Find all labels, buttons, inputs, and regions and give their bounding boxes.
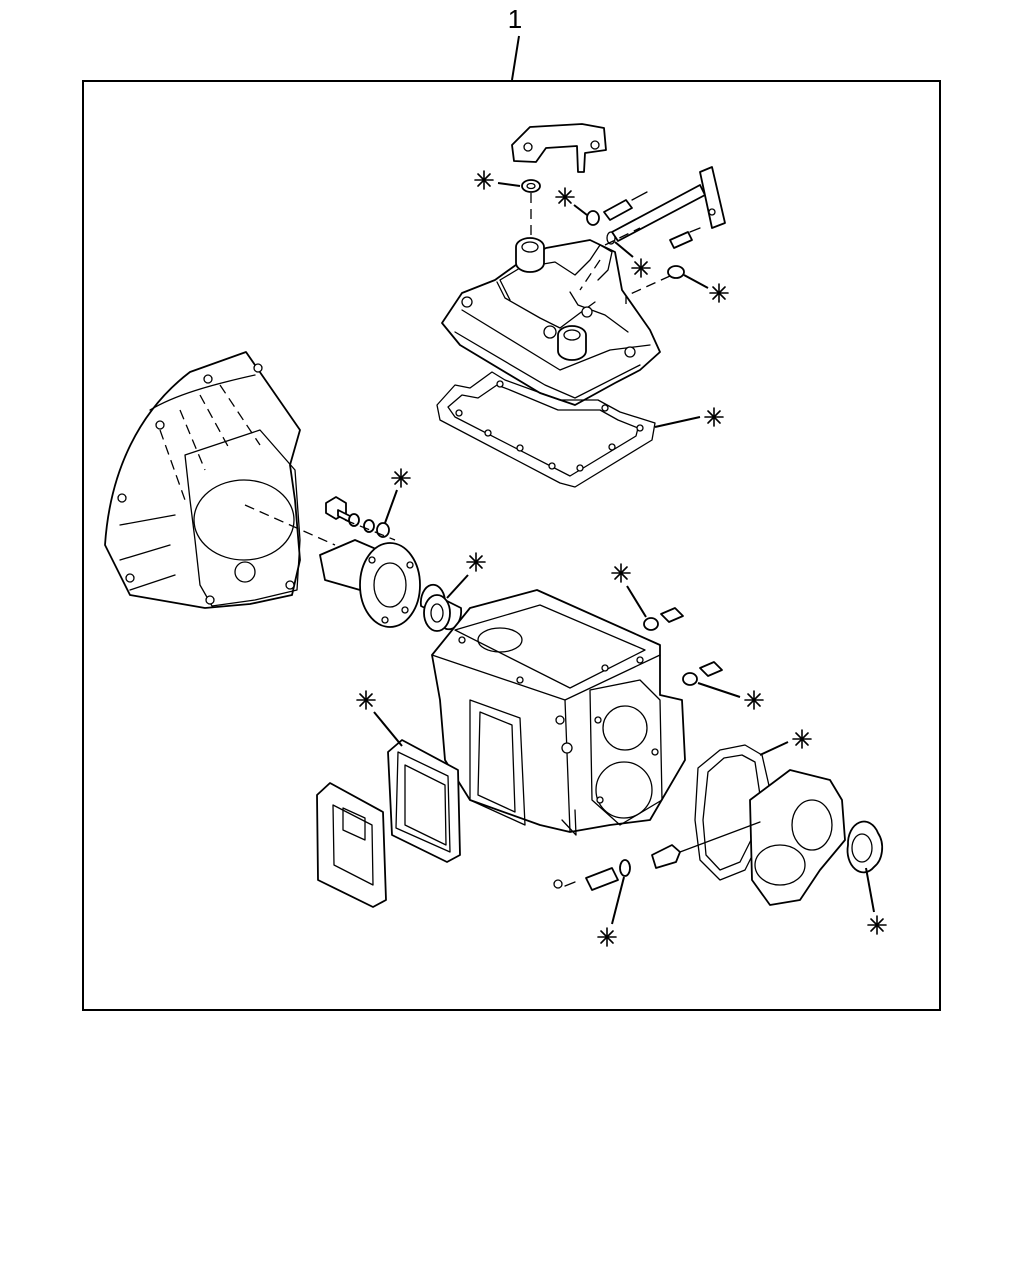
drain-plugs bbox=[643, 607, 723, 686]
side-cover-and-gasket bbox=[316, 739, 461, 908]
assembly-frame bbox=[82, 80, 941, 1011]
rear-cover-parts bbox=[553, 744, 884, 906]
callout-markers bbox=[356, 170, 887, 947]
shift-cover-assembly bbox=[436, 123, 726, 488]
item-number-leader bbox=[511, 35, 520, 81]
bell-housing bbox=[104, 351, 301, 609]
input-retainer-parts bbox=[244, 496, 463, 632]
item-number-label: 1 bbox=[508, 4, 522, 34]
